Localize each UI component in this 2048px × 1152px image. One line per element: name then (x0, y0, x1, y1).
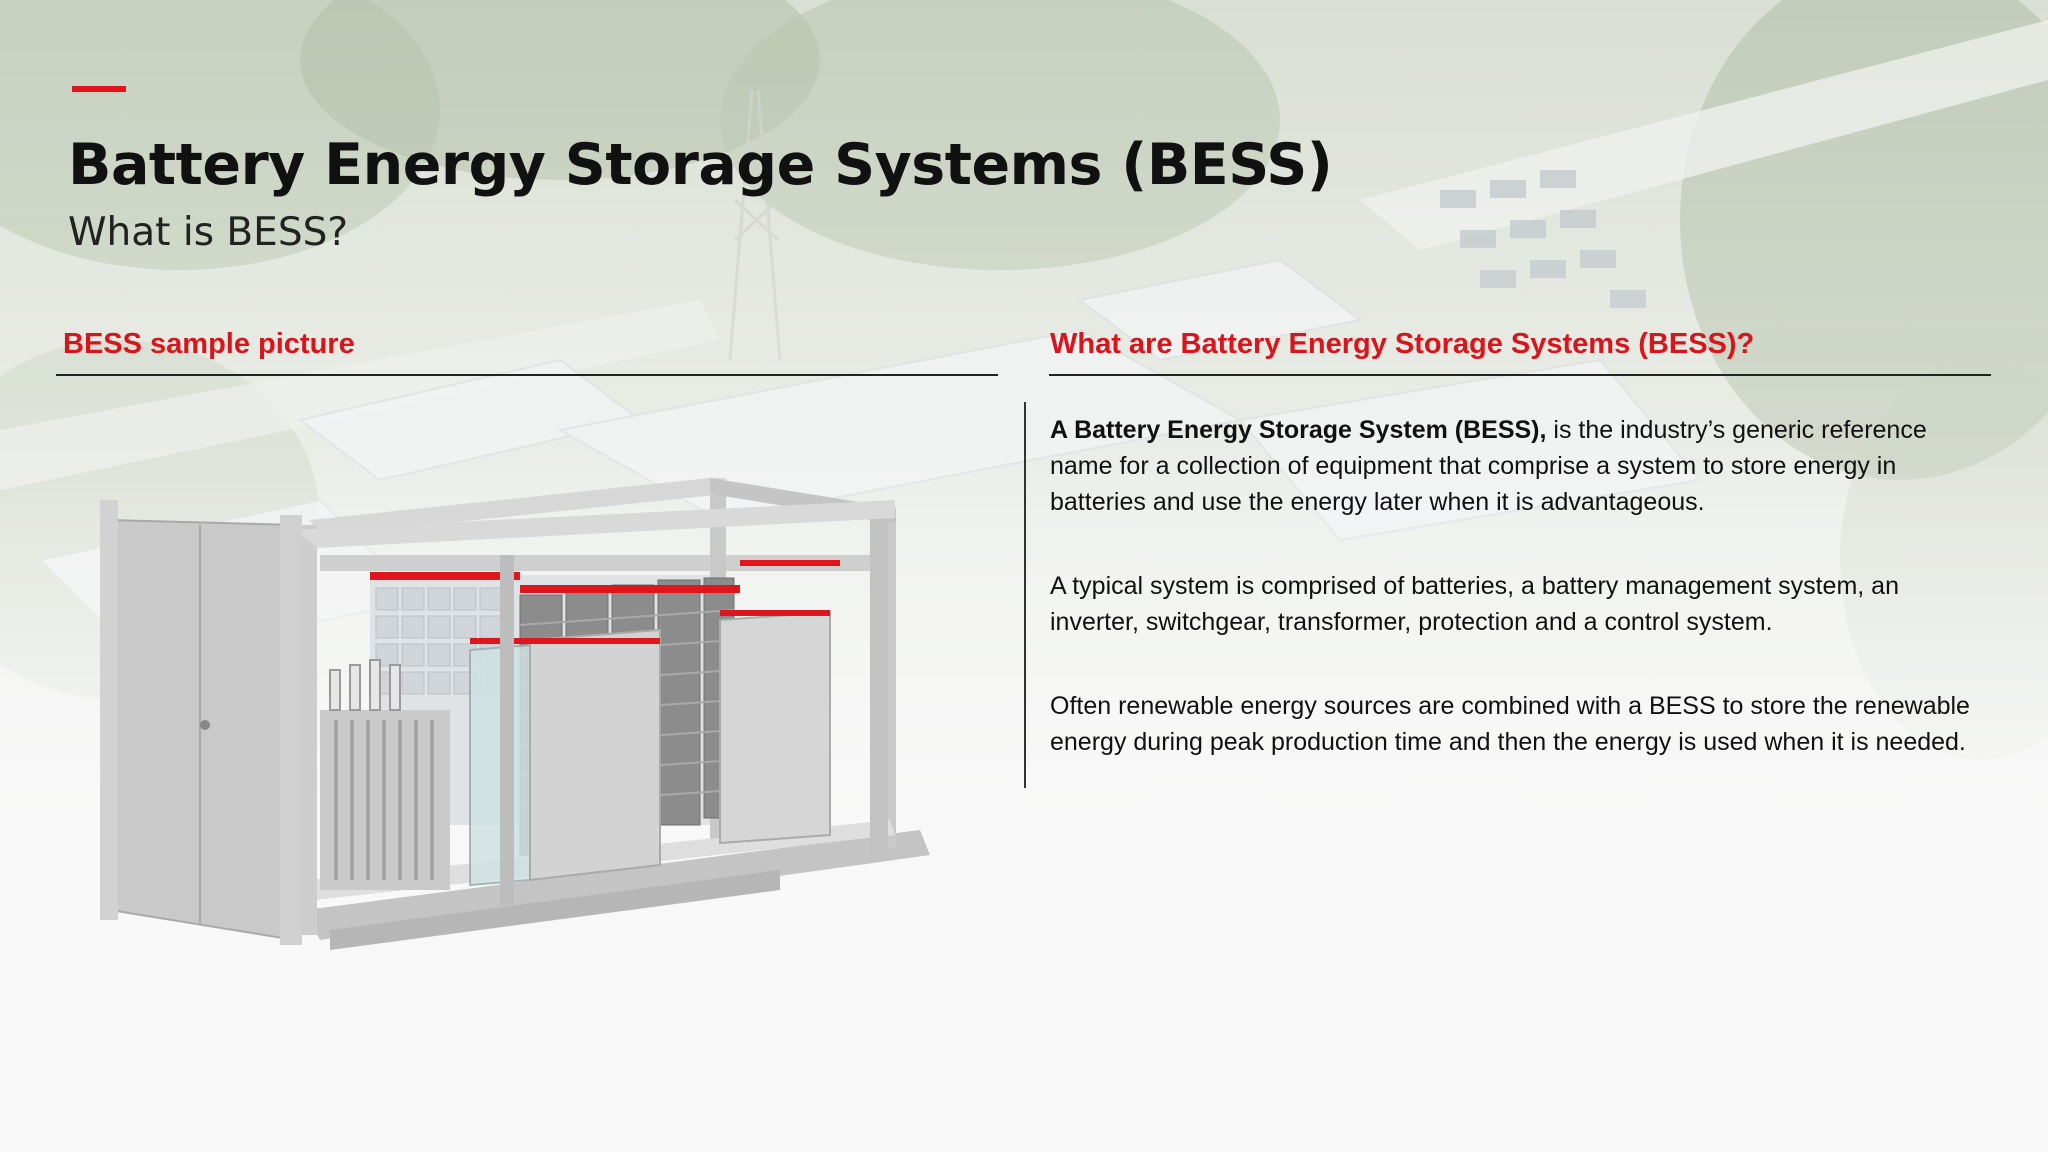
definition-text: is the industry’s generic reference name… (1050, 416, 1927, 516)
left-section-heading: BESS sample picture (63, 328, 355, 360)
definition-paragraph: A Battery Energy Storage System (BESS), … (1050, 412, 1990, 520)
right-section-divider (1049, 374, 1991, 376)
bess-container-illustration (100, 478, 930, 950)
slide-title: Battery Energy Storage Systems (BESS) (68, 132, 1333, 198)
title-accent-bar (72, 86, 126, 92)
renewables-paragraph: Often renewable energy sources are combi… (1050, 692, 1970, 756)
components-paragraph: A typical system is comprised of batteri… (1050, 572, 1899, 636)
right-section-heading: What are Battery Energy Storage Systems … (1050, 328, 1755, 360)
vertical-divider (1024, 402, 1026, 788)
slide-subtitle: What is BESS? (68, 210, 349, 255)
definition-bold-term: A Battery Energy Storage System (BESS), (1050, 416, 1547, 444)
left-section-divider (56, 374, 998, 376)
